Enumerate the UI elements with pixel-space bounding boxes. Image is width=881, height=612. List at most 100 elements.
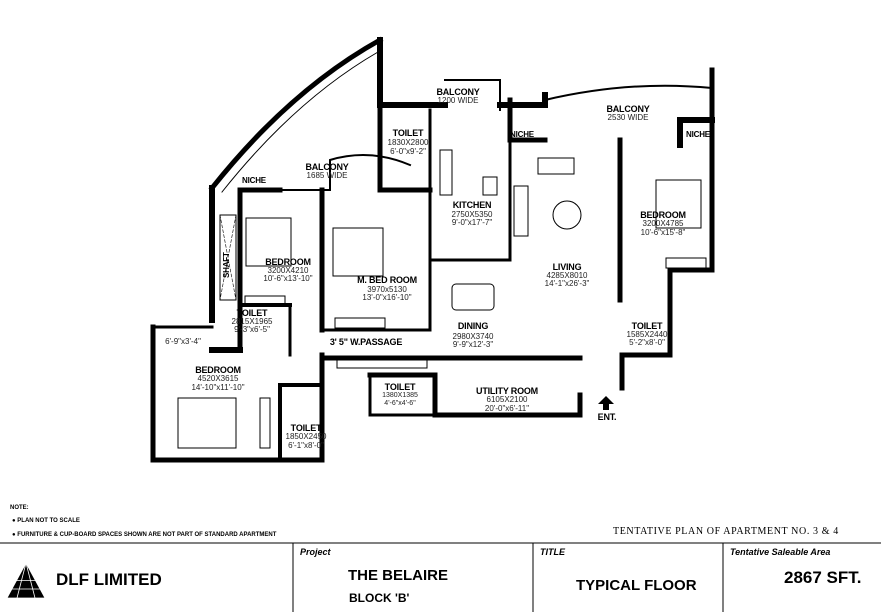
room-label-balcony-top: BALCONY bbox=[436, 87, 480, 97]
room-label-master-bedroom: M. BED ROOM bbox=[357, 275, 417, 285]
room-label-bedroom-right: BEDROOM bbox=[640, 210, 686, 220]
dlf-logo bbox=[6, 562, 46, 599]
room-label-toilet-right: TOILET bbox=[631, 321, 663, 331]
kitchen-counter-icon bbox=[439, 149, 453, 196]
room-label-toilet-top: TOILET bbox=[392, 128, 424, 138]
note-item: ● FURNITURE & CUP-BOARD SPACES SHOWN ARE… bbox=[12, 532, 276, 538]
room-dim-master-bedroom: 3970x5130 bbox=[367, 285, 407, 294]
sofa-icon bbox=[513, 185, 529, 237]
wall-kitchen bbox=[428, 108, 512, 262]
room-dim-toilet-utility-imperial: 4'-6"x4'-6" bbox=[384, 400, 416, 407]
room-dim-balcony-left: 1685 WIDE bbox=[306, 171, 348, 180]
entrance-label: ENT. bbox=[597, 412, 617, 422]
room-dim-toilet-top: 1830X2800 bbox=[387, 138, 429, 147]
room-dim-toilet-left: 2815X1965 bbox=[231, 317, 273, 326]
room-dim-toilet-left-imperial: 9'-3"x6'-5" bbox=[234, 325, 270, 334]
room-label-toilet-left: TOILET bbox=[236, 308, 268, 318]
sofa-icon bbox=[537, 157, 575, 175]
notes-heading: NOTE: bbox=[10, 505, 29, 511]
room-dim-toilet-bottom-imperial: 6'-1"x8'-0" bbox=[288, 441, 324, 450]
wall bbox=[278, 383, 324, 462]
wardrobe-icon bbox=[244, 295, 286, 306]
bed-icon bbox=[655, 179, 702, 229]
room-dim-toilet-right-imperial: 5'-2"x8'-0" bbox=[629, 338, 665, 347]
wall-top bbox=[377, 37, 448, 108]
wardrobe-icon bbox=[259, 397, 271, 449]
company-name: DLF LIMITED bbox=[56, 570, 162, 589]
balcony-right-rail bbox=[543, 84, 714, 102]
room-dim-bedroom-right: 3200X4785 bbox=[642, 219, 684, 228]
room-label-bedroom-left: BEDROOM bbox=[265, 257, 311, 267]
stove-icon bbox=[482, 176, 498, 196]
room-dim-kitchen: 2750X5350 bbox=[451, 210, 493, 219]
bed-icon bbox=[332, 227, 384, 277]
room-label-passage: 3' 5" W.PASSAGE bbox=[329, 337, 403, 347]
wall bbox=[368, 373, 437, 417]
wall bbox=[497, 92, 548, 108]
project-block: BLOCK 'B' bbox=[349, 591, 410, 605]
room-dim-utility-imperial: 20'-0"x6'-11" bbox=[484, 404, 530, 413]
entrance-arrow-icon bbox=[598, 396, 614, 410]
room-label-niche-mid: NICHE bbox=[510, 130, 534, 139]
room-label-balcony-left: BALCONY bbox=[305, 162, 349, 172]
room-dim-toilet-utility: 1380X1385 bbox=[382, 392, 418, 399]
note-item: ● PLAN NOT TO SCALE bbox=[12, 518, 80, 524]
room-dim-dining: 2980X3740 bbox=[452, 332, 494, 341]
room-label-balcony-right: BALCONY bbox=[606, 104, 650, 114]
title-block-lines bbox=[0, 542, 881, 612]
room-dim-toilet-bottom: 1850X2450 bbox=[285, 432, 327, 441]
room-label-niche-left: NICHE bbox=[242, 176, 266, 185]
room-dim-balcony-top: 1200 WIDE bbox=[437, 96, 479, 105]
room-label-kitchen: KITCHEN bbox=[452, 200, 492, 210]
curved-outer-wall bbox=[208, 36, 384, 192]
room-label-toilet-bottom: TOILET bbox=[290, 423, 322, 433]
room-dim-bedroom-right-imperial: 10'-6"x15'-8" bbox=[640, 228, 686, 237]
wall-niche-right bbox=[677, 117, 715, 148]
room-dim-living: 4285X8010 bbox=[546, 271, 588, 280]
wardrobe-icon bbox=[665, 257, 707, 269]
balcony-left-rail bbox=[279, 154, 412, 191]
wardrobe-icon bbox=[336, 357, 428, 369]
room-label-toilet-utility: TOILET bbox=[384, 382, 416, 392]
plan-caption: TENTATIVE PLAN OF APARTMENT NO. 3 & 4 bbox=[613, 526, 839, 537]
shaft-cross bbox=[219, 214, 237, 301]
room-dim-toilet-right: 1585X2440 bbox=[626, 330, 668, 339]
room-dim-bedroom-bottom-imperial: 14'-10"x11'-10" bbox=[191, 383, 245, 392]
room-dim-bedroom-bottom: 4520X3615 bbox=[197, 374, 239, 383]
wardrobe-icon bbox=[334, 317, 386, 329]
title-label: TITLE bbox=[540, 547, 565, 557]
room-label-niche-right: NICHE bbox=[686, 130, 710, 139]
bullet-icon: ● bbox=[12, 518, 16, 524]
room-label-utility: UTILITY ROOM bbox=[476, 386, 538, 396]
dining-table-icon bbox=[451, 283, 495, 311]
project-name: THE BELAIRE bbox=[348, 567, 449, 584]
room-label-dining: DINING bbox=[457, 321, 489, 331]
drawing-title: TYPICAL FLOOR bbox=[576, 577, 697, 594]
room-dim-utility: 6105X2100 bbox=[486, 395, 528, 404]
bed-icon bbox=[177, 397, 237, 449]
wall bbox=[320, 258, 432, 332]
note-text: FURNITURE & CUP-BOARD SPACES SHOWN ARE N… bbox=[17, 532, 277, 538]
wall-bottom-left-block bbox=[150, 324, 325, 463]
room-dim-bedroom-left-imperial: 10'-6"x13'-10" bbox=[263, 274, 313, 283]
room-dim-bedroom-left: 3200X4210 bbox=[267, 266, 309, 275]
wall bbox=[377, 102, 433, 193]
bullet-icon: ● bbox=[12, 532, 16, 538]
room-dim-kitchen-imperial: 9'-0"x17'-7" bbox=[451, 218, 493, 227]
room-label-shaft: SHAFT bbox=[222, 252, 231, 278]
coffee-table-icon bbox=[552, 200, 582, 230]
shaft bbox=[219, 214, 237, 301]
room-dim-toilet-top-imperial: 6'-0"x9'-2" bbox=[390, 147, 426, 156]
balcony-top-rail bbox=[444, 79, 501, 111]
saleable-area: 2867 SFT. bbox=[784, 568, 862, 587]
room-dim-niche-bottom-left: 6'-9"x3'-4" bbox=[165, 337, 201, 346]
room-label-living: LIVING bbox=[552, 262, 582, 272]
note-text: PLAN NOT TO SCALE bbox=[17, 518, 80, 524]
room-dim-balcony-right: 2530 WIDE bbox=[607, 113, 649, 122]
room-dim-dining-imperial: 9'-9"x12'-3" bbox=[452, 340, 494, 349]
area-label: Tentative Saleable Area bbox=[730, 547, 831, 557]
room-dim-living-imperial: 14'-1"x26'-3" bbox=[544, 279, 590, 288]
bed-icon bbox=[245, 217, 292, 267]
